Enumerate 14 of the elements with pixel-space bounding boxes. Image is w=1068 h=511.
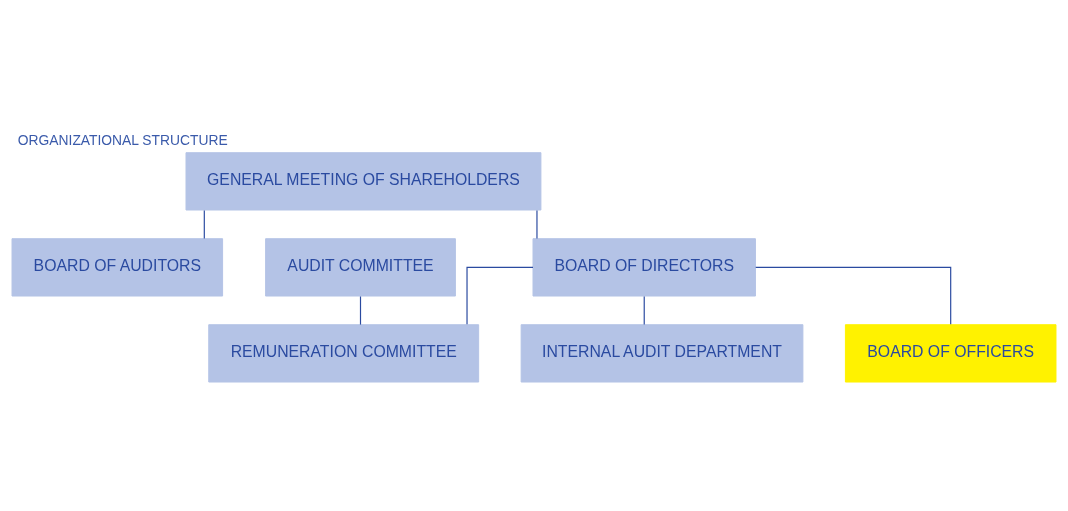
node-box: REMUNERATION COMMITTEE	[208, 323, 480, 383]
connector	[466, 266, 534, 325]
node-box: BOARD OF DIRECTORS	[532, 237, 756, 297]
connector	[755, 266, 952, 325]
node-box: BOARD OF OFFICERS	[844, 323, 1057, 383]
node-box: BOARD OF AUDITORS	[11, 237, 224, 297]
node-box: GENERAL MEETING OF SHAREHOLDERS	[185, 151, 542, 211]
node-box: INTERNAL AUDIT DEPARTMENT	[520, 323, 804, 383]
connector	[536, 209, 538, 239]
connector	[359, 295, 362, 325]
node-box: AUDIT COMMITTEE	[265, 237, 456, 297]
connector	[643, 295, 645, 325]
diagram-title: ORGANIZATIONAL STRUCTURE	[17, 131, 228, 148]
connector	[203, 209, 205, 239]
